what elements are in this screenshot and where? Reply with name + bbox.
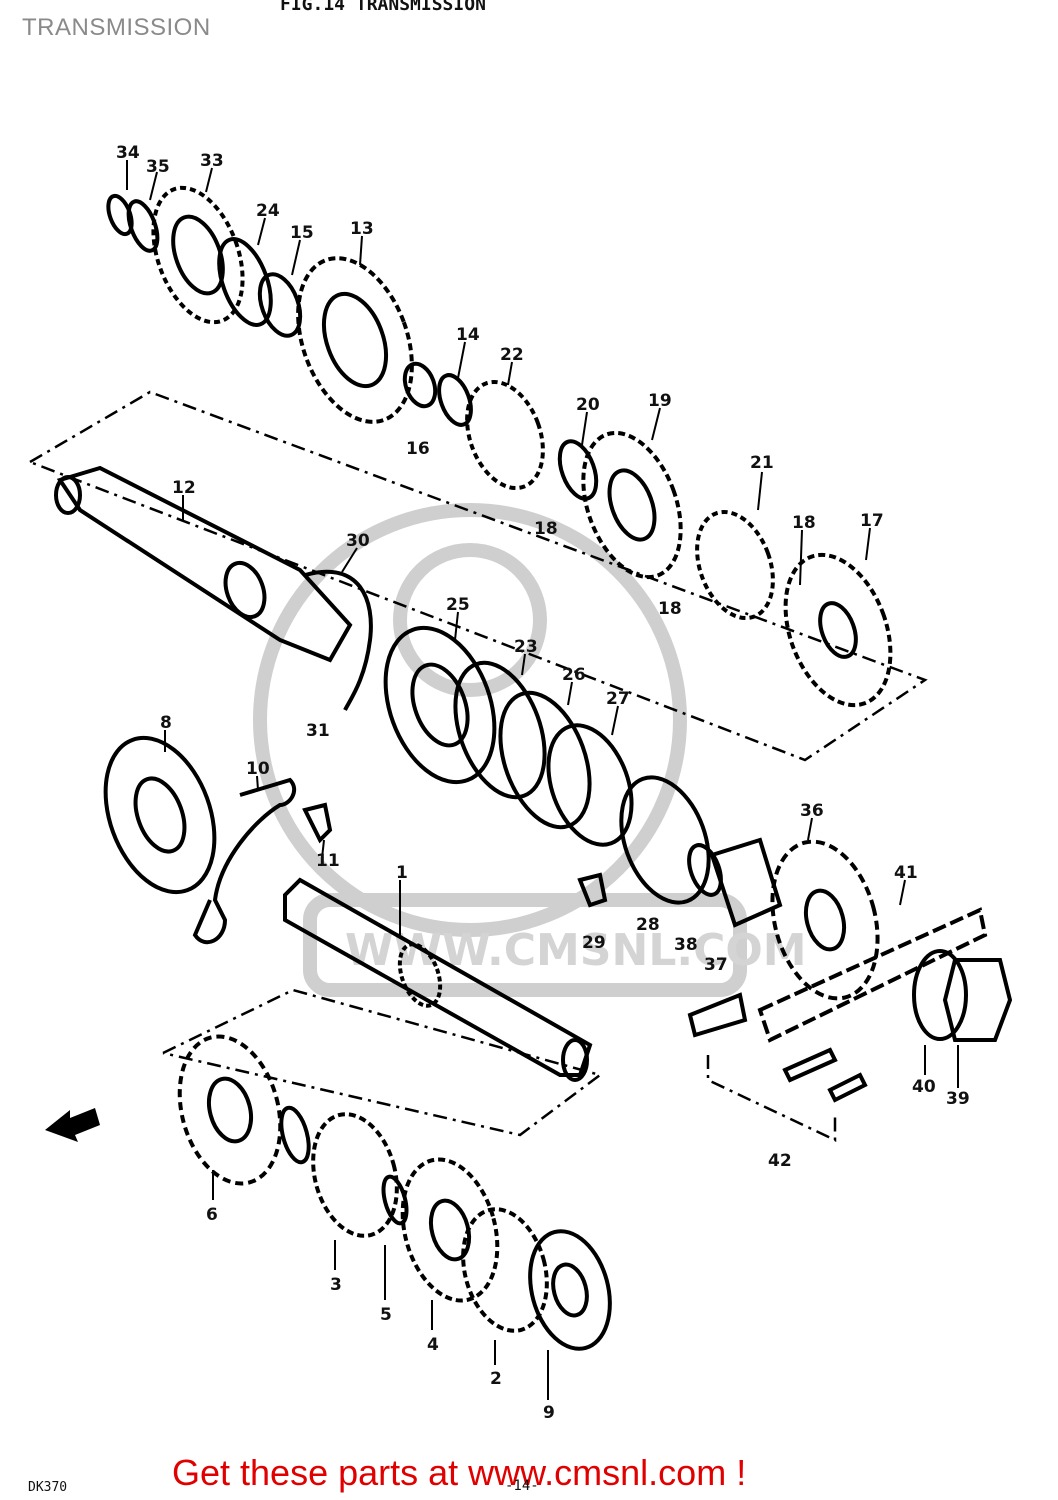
callout-34: 34 [116, 143, 140, 163]
corner-code: DK370 [28, 1480, 68, 1495]
callout-3: 3 [330, 1275, 342, 1295]
callout-39: 39 [946, 1089, 970, 1109]
callout-2: 2 [490, 1369, 502, 1389]
callout-30: 30 [346, 531, 370, 551]
callout-17: 17 [860, 511, 884, 531]
callout-37: 37 [704, 955, 728, 975]
cmsnl-logo-watermark: WWW.CMSNL.COM [253, 503, 807, 997]
drive-gear-cluster [177, 1034, 612, 1351]
middle-bearings-seals [383, 625, 783, 928]
callout-18-b: 18 [792, 513, 816, 533]
callout-42: 42 [768, 1151, 792, 1171]
callout-15: 15 [290, 223, 314, 243]
callout-4: 4 [427, 1335, 439, 1355]
callout-labels: 34 35 33 24 15 13 14 22 16 20 19 21 18 1… [116, 143, 970, 1423]
drive-shaft [283, 877, 593, 1082]
callout-21: 21 [750, 453, 774, 473]
callout-33: 33 [200, 151, 224, 171]
countershaft [54, 465, 373, 711]
page-title: TRANSMISSION [22, 14, 211, 41]
callout-22: 22 [500, 345, 524, 365]
callout-24: 24 [256, 201, 280, 221]
callout-26: 26 [562, 665, 586, 685]
front-arrow-icon [45, 1108, 100, 1142]
callout-13: 13 [350, 219, 374, 239]
bearing-retainer [103, 735, 608, 945]
sprocket-chain-assembly [687, 839, 1013, 1103]
callout-18-a: 18 [534, 519, 558, 539]
callout-28: 28 [636, 915, 660, 935]
callout-9: 9 [543, 1403, 555, 1423]
callout-10: 10 [246, 759, 270, 779]
callout-14: 14 [456, 325, 480, 345]
footer-parts-link[interactable]: Get these parts at www.cmsnl.com ! [172, 1452, 747, 1493]
callout-38: 38 [674, 935, 698, 955]
callout-41: 41 [894, 863, 918, 883]
callout-27: 27 [606, 689, 630, 709]
callout-35: 35 [146, 157, 170, 177]
callout-11: 11 [316, 851, 340, 871]
dashed-group-outlines [29, 390, 928, 1142]
callout-8: 8 [160, 713, 172, 733]
callout-23: 23 [514, 637, 538, 657]
callout-leader-lines [126, 160, 959, 1400]
callout-20: 20 [576, 395, 600, 415]
figure-title: FIG.14 TRANSMISSION [280, 0, 486, 15]
callout-1: 1 [396, 863, 408, 883]
callout-6: 6 [206, 1205, 218, 1225]
callout-18-c: 18 [658, 599, 682, 619]
callout-12: 12 [172, 478, 196, 498]
callout-29: 29 [582, 933, 606, 953]
watermark-text: WWW.CMSNL.COM [345, 925, 807, 976]
callout-19: 19 [648, 391, 672, 411]
callout-5: 5 [380, 1305, 392, 1325]
callout-40: 40 [912, 1077, 936, 1097]
callout-31: 31 [306, 721, 330, 741]
countershaft-parts [106, 185, 893, 708]
page-number: -14- [505, 1478, 539, 1494]
callout-16: 16 [406, 439, 430, 459]
callout-36: 36 [800, 801, 824, 821]
callout-25: 25 [446, 595, 470, 615]
